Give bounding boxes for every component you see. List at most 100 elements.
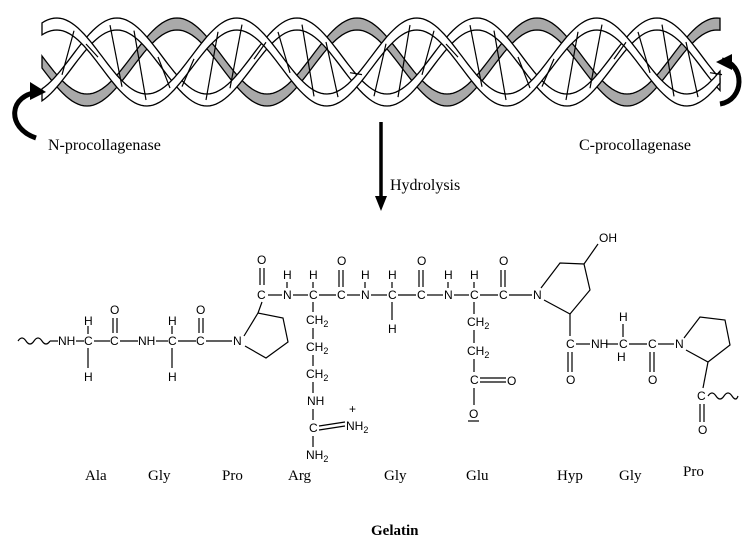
hydrolysis-label: Hydrolysis [390, 177, 460, 194]
helix-crosslink [157, 56, 171, 89]
arg-h-alpha: H [309, 268, 318, 282]
n-terminal-curved-arrow [12, 89, 41, 141]
helix-crosslink [445, 43, 459, 58]
pro1-carbonyl-o: O [257, 253, 266, 267]
helix-strand-1 [41, 17, 721, 107]
residue-label-arg: Arg [288, 468, 312, 484]
gly2-carbonyl-c: C [417, 288, 426, 302]
residue-label-pro: Pro [683, 464, 704, 480]
peptide-structure: NH C H H C O NH C H H C O N C O [17, 231, 739, 464]
gly3-c-alpha: C [619, 337, 628, 351]
c-terminal-arrowhead [716, 54, 732, 70]
glu-h-alpha: H [470, 268, 479, 282]
glu-n-h: H [444, 268, 453, 282]
gly1-nh: NH [138, 334, 155, 348]
helix-crosslink [229, 24, 243, 89]
gly3-nh: NH [591, 337, 608, 351]
arg-ch2-3: CH2 [306, 367, 328, 383]
pro1-n: N [233, 334, 242, 348]
arg-ch2-1: CH2 [306, 313, 328, 329]
glu-carboxylate-o: O [469, 407, 478, 421]
helix-crosslink [397, 24, 411, 98]
glu-carbonyl-c: C [499, 288, 508, 302]
helix-crosslink [85, 43, 99, 58]
gly2-carbonyl-o: O [417, 254, 426, 268]
wavy-bond-left [17, 337, 51, 345]
gly3-h-top: H [619, 310, 628, 324]
helix-crosslink [685, 41, 699, 98]
helix-crosslink [709, 72, 723, 76]
helix-crosslink [109, 24, 123, 87]
helix-crosslink [421, 30, 435, 75]
c-procollagenase-label: C-procollagenase [579, 137, 691, 154]
arg-nh2-plus: NH2 [346, 419, 368, 435]
ala-c-alpha: C [84, 334, 93, 348]
n-procollagenase-label: N-procollagenase [48, 137, 161, 154]
gly1-h-bottom: H [168, 370, 177, 384]
gly3-h-bottom: H [617, 350, 626, 364]
residue-label-ala: Ala [85, 468, 107, 484]
gly2-c-alpha: C [388, 288, 397, 302]
arg-charge: + [349, 402, 356, 416]
ala-h-top: H [84, 314, 93, 328]
helix-crosslink [373, 43, 387, 97]
arg-c-alpha: C [309, 288, 318, 302]
hyp-carbonyl-c: C [566, 337, 575, 351]
wavy-bond-right [707, 392, 739, 400]
helix-crosslink [205, 31, 219, 101]
helix-crosslink [661, 24, 675, 97]
helix-crosslink [589, 24, 603, 89]
helix-crosslink [181, 58, 195, 87]
pro2-carbonyl-c: C [697, 389, 706, 403]
gly1-h-top: H [168, 314, 177, 328]
glu-c-alpha: C [470, 288, 479, 302]
arg-carbonyl-o: O [337, 254, 346, 268]
glu-n: N [444, 288, 453, 302]
helix-crosslink [325, 41, 339, 98]
helix-strand-3 [41, 17, 721, 107]
ala-carbonyl-c: C [110, 334, 119, 348]
gly1-carbonyl-o: O [196, 303, 205, 317]
gly1-c-alpha: C [168, 334, 177, 348]
helix-crosslink [565, 31, 579, 101]
pro1-carbonyl-c: C [257, 288, 266, 302]
arg-nh: NH [307, 394, 324, 408]
gelatin-label: Gelatin [371, 523, 419, 539]
helix-crosslink [301, 24, 315, 97]
glu-carbonyl-o: O [499, 254, 508, 268]
triple-helix [41, 17, 723, 107]
ala-nh: NH [58, 334, 75, 348]
arg-guanidino-c: C [309, 421, 318, 435]
arg-carbonyl-c: C [337, 288, 346, 302]
glu-ch2-2: CH2 [467, 344, 489, 360]
helix-crosslink [541, 58, 555, 87]
helix-crosslink [637, 31, 651, 74]
gly2-h-bottom: H [388, 322, 397, 336]
gly1-carbonyl-c: C [196, 334, 205, 348]
helix-crosslink [469, 24, 483, 87]
n-terminal-arrowhead [30, 82, 46, 100]
hydrolysis-arrowhead [375, 196, 387, 211]
ala-carbonyl-o: O [110, 303, 119, 317]
helix-crosslink [493, 30, 507, 101]
hyp-oh: OH [599, 231, 617, 245]
hyp-n: N [533, 288, 542, 302]
helix-crosslink [253, 41, 267, 60]
gly2-n: N [361, 288, 370, 302]
residue-label-gly: Gly [148, 468, 171, 484]
arg-n-h: H [283, 268, 292, 282]
residue-label-gly: Gly [619, 468, 642, 484]
residue-label-pro: Pro [222, 468, 243, 484]
arg-nh2: NH2 [306, 448, 328, 464]
ala-h-bottom: H [84, 370, 93, 384]
arg-n: N [283, 288, 292, 302]
residue-label-gly: Gly [384, 468, 407, 484]
helix-crosslink [517, 56, 531, 89]
gly2-h-top: H [388, 268, 397, 282]
pro2-n: N [675, 337, 684, 351]
glu-ch2-1: CH2 [467, 315, 489, 331]
helix-crosslink [277, 31, 291, 74]
